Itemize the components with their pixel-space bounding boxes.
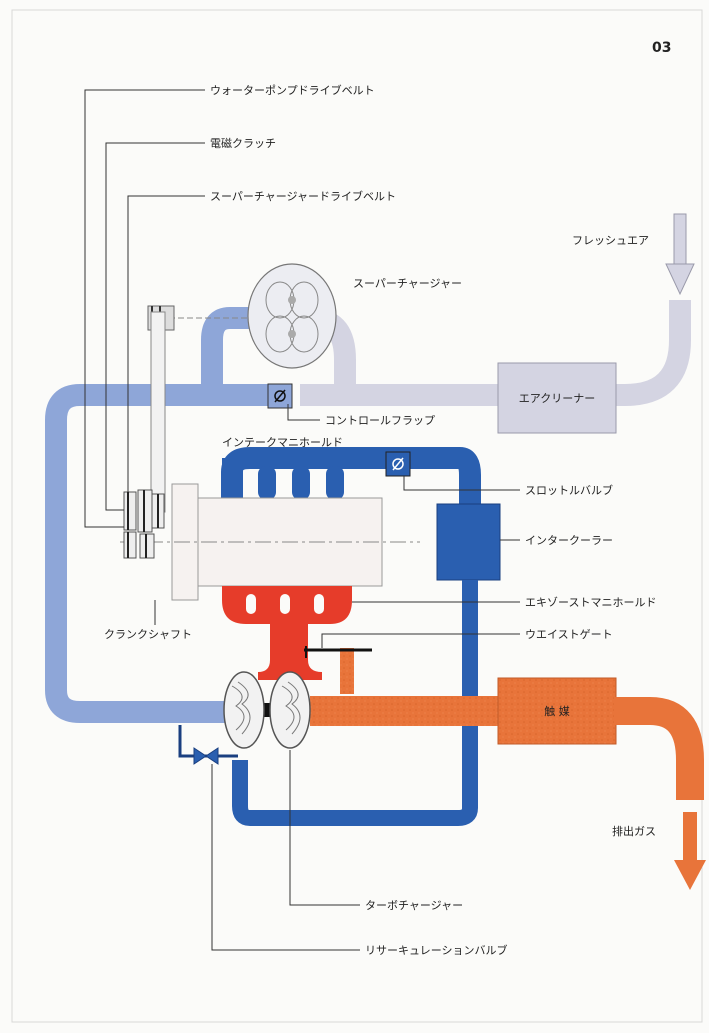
intercooler <box>436 503 501 581</box>
fresh-air-label: フレッシュエア <box>572 234 649 247</box>
wastegate <box>304 646 372 694</box>
intake-manifold-label: インテークマニホールド <box>222 436 343 449</box>
intake-manifold <box>221 447 481 504</box>
exhaust-gas-label: 排出ガス <box>612 824 656 838</box>
turbocharger-label: ターボチャージャー <box>365 899 463 912</box>
intercooler-label: インタークーラー <box>525 534 613 547</box>
charge-pipe <box>232 580 478 826</box>
leader-lines <box>84 89 520 951</box>
turbocharger <box>223 671 311 749</box>
catalyst-label: 触 媒 <box>544 704 570 718</box>
exhaust-manifold-label: エキゾーストマニホールド <box>525 596 656 609</box>
recirculation-valve-label: リサーキュレーションバルブ <box>365 943 508 957</box>
control-flap-label: コントロールフラップ <box>325 414 435 427</box>
fresh-air-duct <box>300 300 691 406</box>
air-cleaner <box>497 362 617 434</box>
supercharger-label: スーパーチャージャー <box>353 277 462 290</box>
page-border <box>11 9 703 1023</box>
supercharger <box>247 263 337 369</box>
magnetic-clutch-label: 電磁クラッチ <box>210 137 276 150</box>
sc-drive-belt-label: スーパーチャージャードライブベルト <box>210 189 396 203</box>
sc-drive-belt <box>150 311 166 513</box>
fresh-air-arrow <box>665 213 695 296</box>
air-cleaner-label: エアクリーナー <box>519 392 595 405</box>
catalyst <box>497 677 617 745</box>
page-number: 03 <box>652 40 671 56</box>
water-pump-belt-label: ウォーターポンプドライブベルト <box>210 83 375 97</box>
recirculation-valve <box>178 725 238 765</box>
crankshaft-label: クランクシャフト <box>104 628 192 641</box>
wastegate-label: ウエイストゲート <box>525 628 613 641</box>
throttle-valve-label: スロットルバルブ <box>525 483 613 497</box>
exhaust-manifold <box>222 586 352 680</box>
crank-pulleys <box>123 489 165 559</box>
exhaust-arrow <box>674 812 706 890</box>
exhaust-pipe <box>310 677 704 800</box>
